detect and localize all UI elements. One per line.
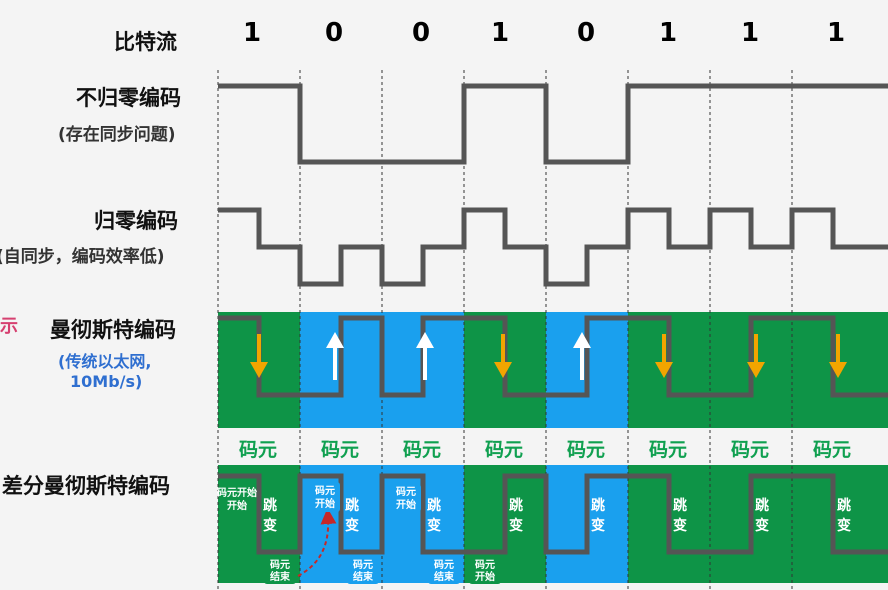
- svg-text:跳: 跳: [263, 497, 277, 514]
- symbol-start-annotation: 码元 开始: [469, 556, 501, 584]
- svg-text:变: 变: [263, 517, 277, 534]
- svg-text:结束: 结束: [270, 570, 291, 583]
- symbol-label-3: 码元: [484, 439, 523, 461]
- down-arrow-icon: [747, 334, 765, 378]
- transition-annotation: 跳 变: [591, 497, 605, 534]
- bit-7: 1: [826, 18, 846, 48]
- symbol-label-4: 码元: [566, 439, 605, 461]
- svg-text:开始: 开始: [396, 498, 416, 511]
- transition-annotation: 跳 变: [673, 497, 687, 534]
- symbol-start-annotation: 码元 开始: [310, 482, 340, 512]
- up-arrow-icon: [416, 332, 434, 380]
- svg-text:码元开始: 码元开始: [217, 486, 257, 499]
- transition-annotation: 跳 变: [263, 497, 277, 534]
- rz-label: 归零编码: [94, 209, 178, 233]
- symbol-start-annotation: 码元 开始: [391, 484, 421, 512]
- svg-text:跳: 跳: [427, 497, 441, 514]
- up-arrow-icon: [573, 332, 591, 380]
- bit-6: 1: [740, 18, 760, 48]
- symbol-end-annotation: 码元 结束: [347, 556, 379, 584]
- down-arrow-icon: [655, 334, 673, 378]
- svg-text:开始: 开始: [475, 570, 495, 583]
- svg-text:码元: 码元: [396, 486, 416, 498]
- bit-5: 1: [658, 18, 678, 48]
- symbol-label-0: 码元: [238, 439, 277, 461]
- transition-annotation: 跳 变: [345, 497, 359, 534]
- symbol-end-annotation: 码元 结束: [428, 556, 460, 584]
- symbol-label-1: 码元: [320, 439, 359, 461]
- svg-text:码元: 码元: [270, 559, 290, 571]
- symbol-start-annotation: 码元开始 开始: [217, 484, 257, 514]
- bit-2: 0: [411, 18, 431, 48]
- svg-text:变: 变: [755, 517, 769, 534]
- bit-4: 0: [576, 18, 596, 48]
- transition-annotation: 跳 变: [837, 497, 851, 534]
- manchester-note-1: (传统以太网,: [58, 352, 152, 371]
- svg-text:跳: 跳: [673, 497, 687, 514]
- svg-text:码元: 码元: [434, 559, 454, 571]
- svg-text:跳: 跳: [591, 497, 605, 514]
- svg-text:跳: 跳: [345, 497, 359, 514]
- up-arrow-icon: [326, 332, 344, 380]
- svg-text:开始: 开始: [315, 497, 335, 510]
- transition-annotation: 跳 变: [755, 497, 769, 534]
- svg-text:结束: 结束: [434, 570, 455, 583]
- diff-manchester-signal: [218, 473, 888, 555]
- symbol-end-annotation: 码元 结束: [264, 556, 296, 584]
- svg-text:跳: 跳: [509, 497, 523, 514]
- svg-text:码元: 码元: [353, 559, 373, 571]
- symbol-label-7: 码元: [812, 439, 851, 461]
- manchester-label: 曼彻斯特编码: [50, 318, 176, 342]
- down-arrow-icon: [250, 334, 268, 378]
- transition-annotation: 跳 变: [509, 497, 523, 534]
- manchester-note-2: 10Mb/s): [70, 372, 143, 391]
- svg-text:变: 变: [837, 517, 851, 534]
- svg-text:开始: 开始: [227, 499, 247, 512]
- svg-text:变: 变: [509, 517, 523, 534]
- transition-annotation: 跳 变: [427, 497, 441, 534]
- diff-manchester-label: 差分曼彻斯特编码: [2, 474, 170, 498]
- svg-text:码元: 码元: [315, 485, 335, 497]
- bit-0: 1: [242, 18, 262, 48]
- bit-1: 0: [324, 18, 344, 48]
- svg-text:结束: 结束: [353, 570, 374, 583]
- down-arrow-icon: [829, 334, 847, 378]
- svg-text:变: 变: [345, 517, 359, 534]
- rz-note: (自同步，编码效率低): [0, 247, 165, 267]
- nrz-signal: [218, 83, 888, 165]
- down-arrow-icon: [494, 334, 512, 378]
- svg-text:变: 变: [673, 517, 687, 534]
- bitstream-label: 比特流: [114, 30, 177, 54]
- diff-cell-7: [792, 465, 888, 583]
- svg-text:码元: 码元: [475, 559, 495, 571]
- nrz-note: (存在同步问题): [58, 125, 176, 145]
- svg-text:跳: 跳: [755, 497, 769, 514]
- svg-text:跳: 跳: [837, 497, 851, 514]
- rz-signal: [218, 207, 888, 287]
- symbol-label-6: 码元: [730, 439, 769, 461]
- nrz-label: 不归零编码: [76, 86, 181, 110]
- symbol-label-5: 码元: [648, 439, 687, 461]
- manchester-signal: [218, 315, 888, 398]
- symbol-label-2: 码元: [402, 439, 441, 461]
- edge-fragment: 示: [0, 316, 18, 337]
- annotation-arrow: [297, 508, 337, 577]
- bit-3: 1: [490, 18, 510, 48]
- svg-text:变: 变: [591, 517, 605, 534]
- svg-text:变: 变: [427, 517, 441, 534]
